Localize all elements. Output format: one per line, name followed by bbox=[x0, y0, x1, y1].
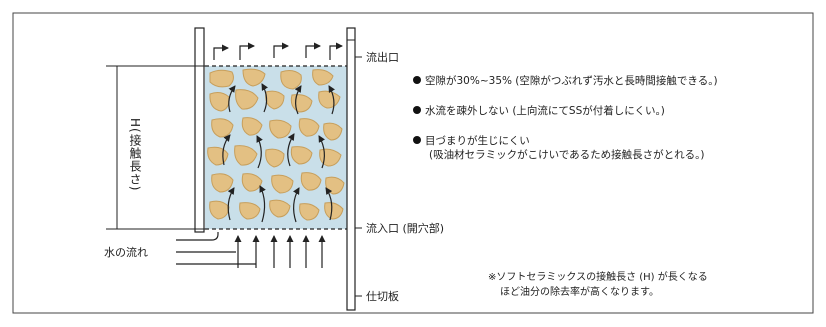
bullet-dot-icon bbox=[413, 136, 421, 144]
outer-frame bbox=[12, 12, 814, 314]
bullet-dot-icon bbox=[413, 106, 421, 114]
water-flow-lines bbox=[176, 232, 256, 265]
footnote-line2: ほど油分の除去率が高くなります。 bbox=[500, 287, 659, 298]
outflow-arrows bbox=[213, 42, 343, 60]
footnote: ※ソフトセラミックスの接触長さ (H) が長くなる ほど油分の除去率が高くなりま… bbox=[488, 270, 708, 300]
left-wall bbox=[194, 27, 205, 233]
bullet-clogging-sub: (吸油材セラミックがこけいであるため接触長さがとれる。) bbox=[429, 149, 705, 161]
inlet-label: 流入口 (開穴部) bbox=[366, 222, 445, 235]
bullet-voids: 空隙が30%~35% (空隙がつぶれず汚水と長時間接触できる。) bbox=[413, 74, 718, 88]
outlet-label: 流出口 bbox=[366, 51, 399, 64]
water-flow-label: 水の流れ bbox=[104, 246, 148, 259]
partition-label: 仕切板 bbox=[366, 290, 399, 303]
footnote-line1: ※ソフトセラミックスの接触長さ (H) が長くなる bbox=[488, 272, 708, 283]
height-label: H(接触長さ) bbox=[128, 118, 142, 192]
height-dimension bbox=[106, 65, 205, 230]
partition-plate bbox=[346, 27, 356, 311]
internal-flow-arrows bbox=[222, 83, 336, 223]
bullet-clogging: 目づまりが生じにくい (吸油材セラミックがこけいであるため接触長さがとれる。) bbox=[413, 134, 705, 162]
bullet-dot-icon bbox=[413, 76, 421, 84]
inflow-arrows bbox=[234, 235, 326, 268]
bullet-flow: 水流を疎外しない (上向流にてSSが付着しにくい。) bbox=[413, 104, 665, 118]
